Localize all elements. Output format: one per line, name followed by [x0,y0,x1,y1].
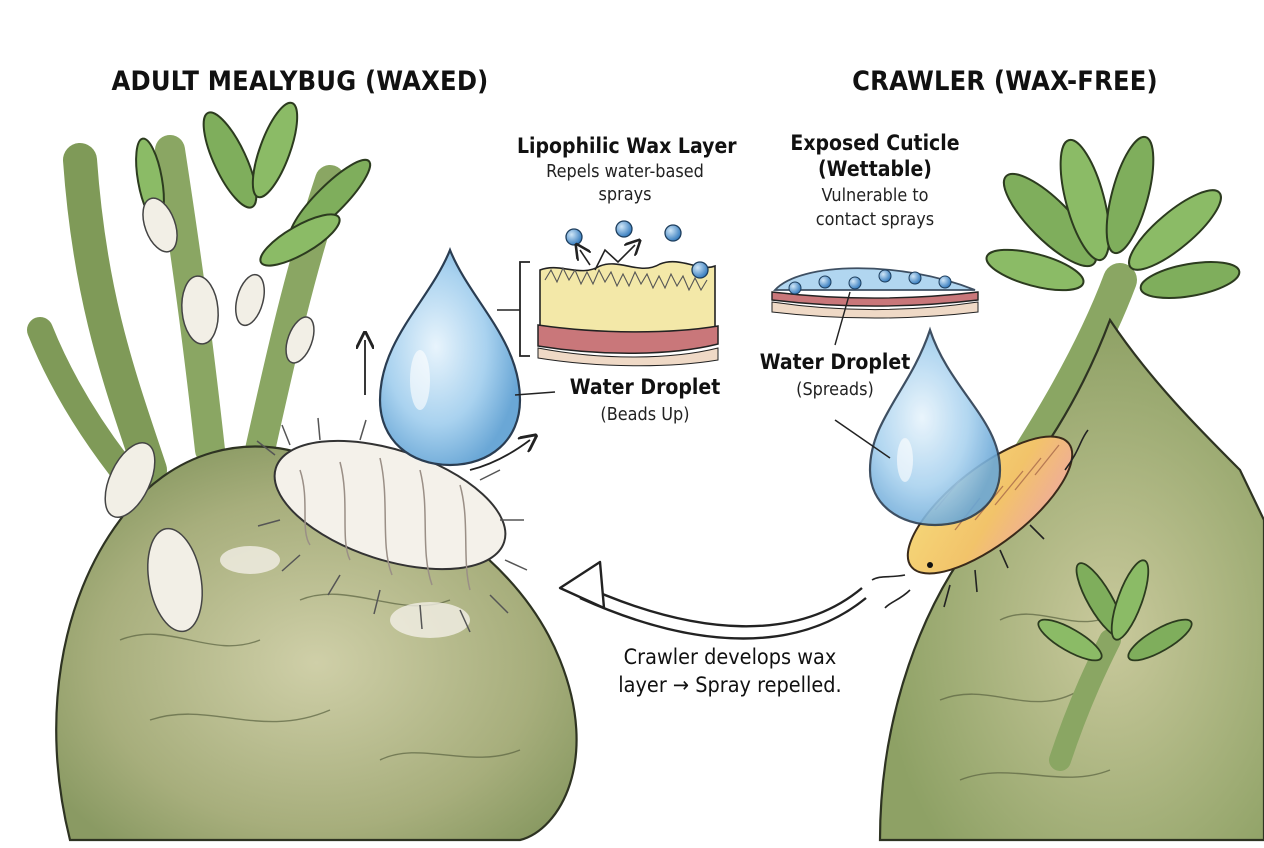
caption-line-1: Crawler develops wax [623,645,837,669]
droplet-left-sub: (Beads Up) [600,405,690,425]
transition-arrow [558,560,867,640]
wax-layer-inset [497,220,719,367]
cuticle-desc-1: Vulnerable to [821,186,929,206]
adult-mealybug-title: ADULT MEALYBUG (WAXED) [111,66,489,97]
droplet-left-title: Water Droplet [569,375,721,399]
wax-layer-desc-1: Repels water-based [546,162,704,182]
crawler-title: CRAWLER (WAX-FREE) [852,66,1158,97]
droplet-right-title: Water Droplet [759,350,911,374]
water-droplet-left [365,247,556,471]
wax-layer-title: Lipophilic Wax Layer [517,134,737,158]
cuticle-desc-2: contact sprays [815,210,935,230]
caption-line-2: layer → Spray repelled. [618,673,842,697]
cuticle-title-1: Exposed Cuticle [790,131,960,155]
cuticle-inset [771,267,979,346]
cuticle-title-2: (Wettable) [818,157,932,181]
droplet-right-sub: (Spreads) [796,380,874,400]
crawler-plant [878,135,1264,842]
adult-mealybugs [104,197,528,633]
water-droplet-right [834,326,1002,527]
wax-layer-desc-2: sprays [598,185,652,205]
